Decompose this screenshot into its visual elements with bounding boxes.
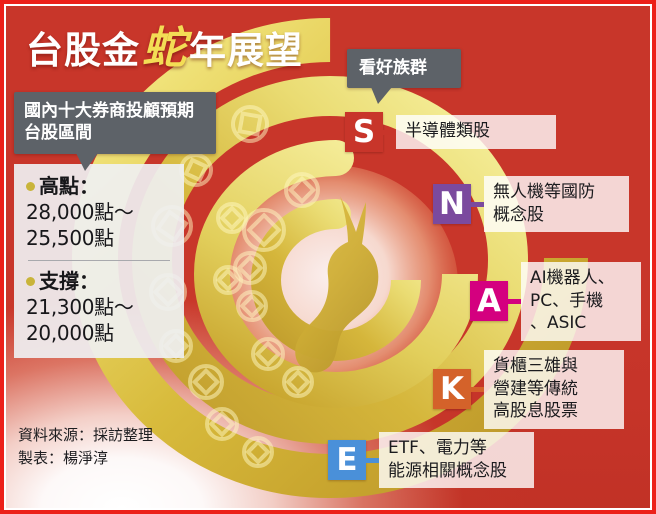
category-connector-line	[471, 201, 484, 207]
category-row-defense-drone: N 無人機等國防 概念股	[433, 176, 629, 233]
category-letter-badge-s: S	[345, 112, 383, 152]
category-connector-line	[366, 457, 379, 463]
category-connector-line	[471, 386, 484, 392]
bullet-dot-icon	[26, 277, 35, 287]
source-credits: 資料來源：採訪整理 製表：楊淨淳	[18, 424, 153, 471]
category-label-etf-energy: ETF、電力等 能源相關概念股	[379, 432, 534, 489]
index-range-panel: 高點： 28,000點～ 25,500點 支撐： 21,300點～ 20,000…	[14, 164, 184, 359]
category-row-ai-hardware: A AI機器人、 PC、手機 、ASIC	[470, 262, 641, 341]
bullet-dot-icon	[26, 182, 35, 191]
groups-callout-bubble: 看好族群	[347, 49, 461, 106]
category-letter-badge-a: A	[470, 281, 508, 322]
stat-support-header: 支撐：	[26, 269, 172, 294]
category-connector-line	[508, 298, 521, 304]
stat-high-header: 高點：	[26, 174, 172, 199]
title-snake-character: 蛇	[142, 23, 187, 74]
page-title: 台股金蛇年展望	[26, 12, 303, 76]
category-letter-badge-k: K	[433, 369, 471, 410]
category-label-shipping-construction: 貨櫃三雄與 營建等傳統 高股息股票	[484, 350, 624, 429]
category-label-defense-drone: 無人機等國防 概念股	[484, 176, 629, 233]
category-label-ai-hardware: AI機器人、 PC、手機 、ASIC	[521, 262, 641, 341]
stats-divider	[28, 260, 170, 262]
stat-support-value: 21,300點～ 20,000點	[26, 295, 134, 345]
source-line-data: 資料來源：採訪整理	[18, 426, 154, 444]
title-part2: 年展望	[189, 29, 303, 72]
category-letter-badge-e: E	[328, 440, 366, 481]
category-label-semiconductor: 半導體類股	[396, 115, 556, 149]
source-line-author: 製表：楊淨淳	[18, 449, 109, 468]
range-callout-bubble: 國內十大券商投顧預期台股區間	[14, 92, 216, 171]
category-letter-badge-n: N	[433, 184, 471, 225]
stat-group-high: 高點： 28,000點～ 25,500點	[26, 174, 172, 251]
stat-group-support: 支撐： 21,300點～ 20,000點	[26, 269, 172, 346]
title-part1: 台股金	[26, 29, 140, 72]
category-connector-line	[383, 129, 396, 135]
stat-support-label: 支撐：	[39, 269, 99, 294]
category-row-semiconductor: S 半導體類股	[345, 112, 556, 152]
stat-high-label: 高點：	[39, 174, 99, 198]
stat-high-value: 28,000點～ 25,500點	[26, 200, 134, 250]
category-row-shipping-construction: K 貨櫃三雄與 營建等傳統 高股息股票	[433, 350, 624, 429]
category-row-etf-energy: E ETF、電力等 能源相關概念股	[328, 432, 534, 489]
